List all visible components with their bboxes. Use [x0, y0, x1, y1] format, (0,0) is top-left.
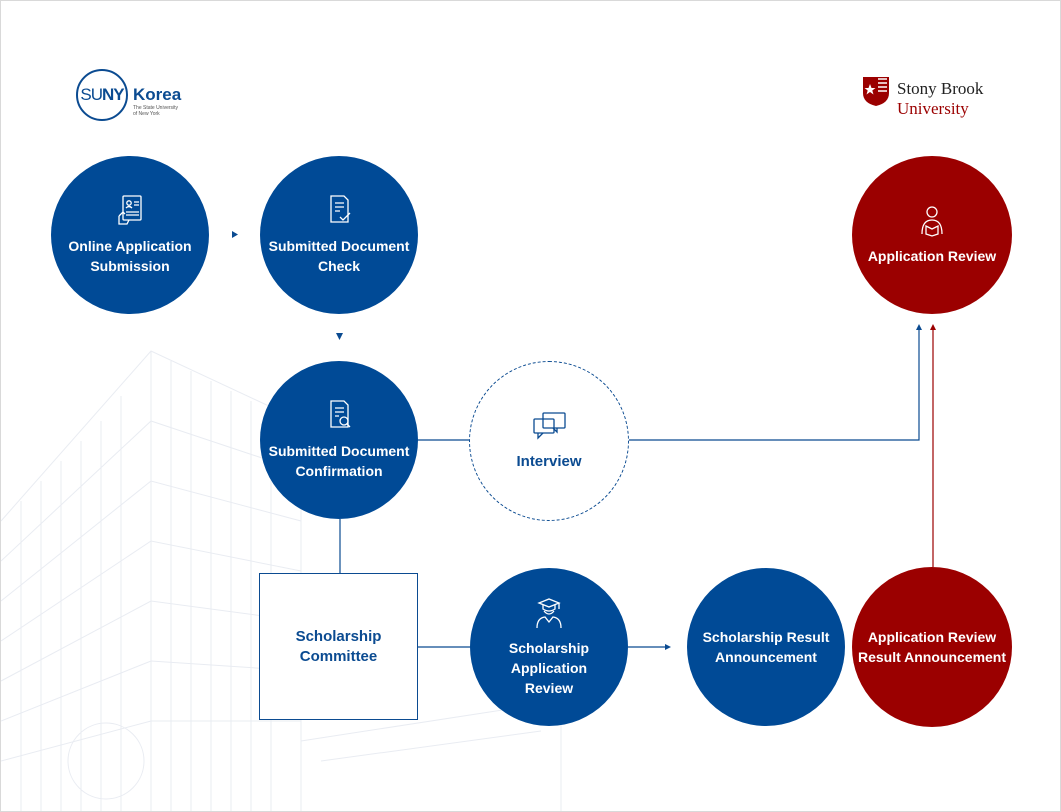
- node-application-review: Application Review: [852, 156, 1012, 314]
- suny-mark-a: SU: [80, 85, 103, 104]
- node-label-line1: Online Application: [68, 238, 192, 254]
- node-label-line2: Submission: [90, 258, 170, 274]
- node-label-line1: Submitted Document: [268, 238, 410, 254]
- document-search-icon: [330, 400, 351, 428]
- node-scholarship-application-review: Scholarship Application Review: [470, 568, 628, 726]
- node-online-application-submission: Online Application Submission: [51, 156, 209, 314]
- node-label-line1: Application Review: [867, 248, 997, 264]
- node-label-line2: Confirmation: [295, 463, 383, 479]
- stony-brook-line2: University: [897, 99, 969, 118]
- suny-sub-line2: of New York: [133, 111, 160, 117]
- arrow-right-1: [232, 231, 238, 238]
- stony-brook-logo: Stony Brook University: [861, 73, 1001, 121]
- applicant-form-icon: [118, 195, 142, 225]
- reader-icon: [921, 206, 943, 237]
- arrow-up-red: [930, 324, 936, 330]
- connector-interview-application-review: [629, 329, 920, 441]
- document-check-icon: [330, 195, 351, 223]
- node-application-review-result-announcement: Application Review Result Announcement: [852, 567, 1012, 727]
- node-label-line1: Scholarship: [295, 627, 382, 645]
- suny-sub: The State University of New York: [133, 105, 193, 117]
- node-label-line1: Submitted Document: [268, 443, 410, 459]
- node-submitted-document-confirmation: Submitted Document Confirmation: [260, 361, 418, 519]
- arrow-right-2: [665, 644, 671, 650]
- node-submitted-document-check: Submitted Document Check: [260, 156, 418, 314]
- node-label-line1: Scholarship Result: [702, 629, 830, 645]
- node-scholarship-result-announcement: Scholarship Result Announcement: [687, 568, 845, 726]
- graduate-icon: [536, 598, 562, 629]
- node-label-line2: Announcement: [715, 649, 817, 665]
- suny-sub-line1: The State University: [133, 105, 179, 111]
- node-label-line1: Interview: [516, 453, 582, 470]
- node-scholarship-committee: Scholarship Committee: [259, 573, 418, 720]
- suny-mark-b: NY: [102, 85, 125, 104]
- node-interview: Interview: [469, 361, 629, 521]
- node-label-line2: Result Announcement: [857, 649, 1007, 665]
- stony-brook-shield-icon: [863, 77, 889, 106]
- node-label-line2: Check: [317, 258, 361, 274]
- arrow-down-1: [336, 333, 343, 340]
- node-label-line2: Review: [524, 680, 574, 696]
- suny-word: Korea: [133, 85, 182, 104]
- arrow-up-blue: [916, 324, 922, 330]
- node-label-line1: Scholarship Application: [508, 640, 590, 676]
- node-label-line1: Application Review: [867, 629, 997, 645]
- stony-brook-line1: Stony Brook: [897, 79, 984, 98]
- chat-bubbles-icon: [533, 412, 566, 440]
- node-label-line2: Committee: [299, 647, 378, 665]
